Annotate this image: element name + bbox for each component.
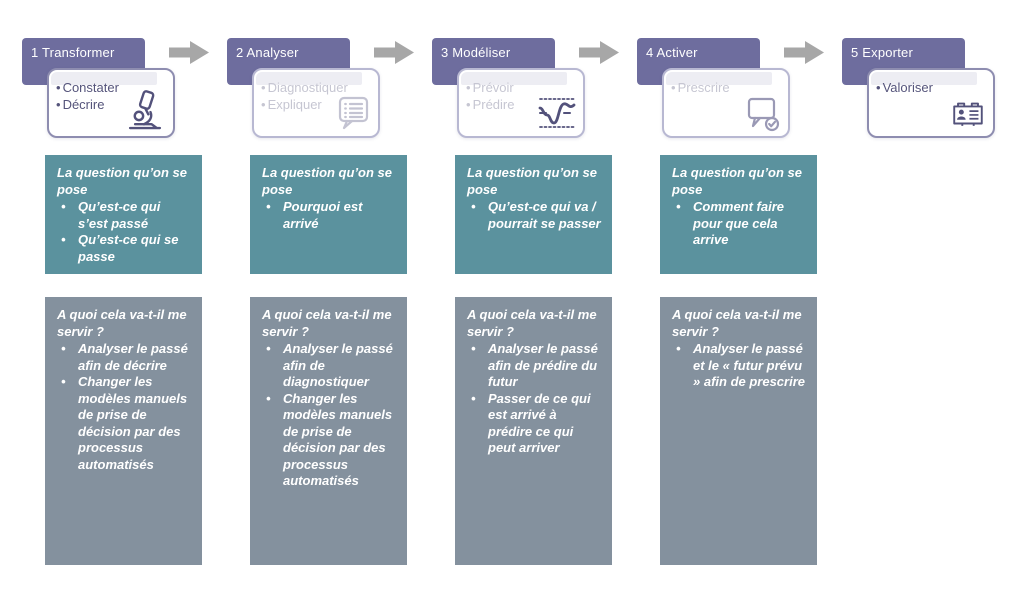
question-box-2: La question qu’on se pose Pourquoi est a… (250, 155, 407, 274)
arrow-icon (374, 39, 415, 66)
question-bullet: Qu’est-ce qui va / pourrait se passer (467, 199, 602, 232)
step-column-4: 4 Activer Prescrire La question qu’on se… (637, 0, 842, 591)
step-card-items: Prévoir Prédire (459, 70, 583, 113)
purpose-bullet: Analyser le passé afin de diagnostiquer (262, 341, 397, 391)
card-item: Prescrire (671, 79, 784, 96)
card-item: Constater (56, 79, 169, 96)
question-title: La question qu’on se pose (467, 165, 598, 197)
purpose-bullet: Analyser le passé et le « futur prévu » … (672, 341, 807, 391)
question-box-4: La question qu’on se pose Comment faire … (660, 155, 817, 274)
step-column-5: 5 Exporter Valoriser (842, 0, 1011, 591)
question-bullet: Pourquoi est arrivé (262, 199, 397, 232)
purpose-box-3: A quoi cela va-t-il me servir ? Analyser… (455, 297, 612, 565)
step-card-5: Valoriser (867, 68, 995, 138)
step-card-items: Prescrire (664, 70, 788, 96)
step-card-items: Diagnostiquer Expliquer (254, 70, 378, 113)
purpose-bullet: Passer de ce qui est arrivé à prédire ce… (467, 391, 602, 457)
purpose-bullet: Analyser le passé afin de décrire (57, 341, 192, 374)
question-bullet: Qu’est-ce qui s’est passé (57, 199, 192, 232)
question-title: La question qu’on se pose (57, 165, 188, 197)
question-title: La question qu’on se pose (262, 165, 393, 197)
step-card-1: Constater Décrire (47, 68, 175, 138)
step-column-1: 1 Transformer Constater Décrire La (22, 0, 227, 591)
step-card-items: Valoriser (869, 70, 993, 96)
purpose-title: A quoi cela va-t-il me servir ? (262, 307, 392, 339)
question-box-1: La question qu’on se pose Qu’est-ce qui … (45, 155, 202, 274)
step-card-3: Prévoir Prédire (457, 68, 585, 138)
wave-curve-icon (536, 93, 578, 133)
purpose-bullet: Analyser le passé afin de prédire du fut… (467, 341, 602, 391)
card-item: Prédire (466, 96, 579, 113)
card-item: Décrire (56, 96, 169, 113)
purpose-title: A quoi cela va-t-il me servir ? (672, 307, 802, 339)
id-card-icon (948, 95, 988, 133)
microscope-icon (122, 89, 168, 133)
step-column-3: 3 Modéliser Prévoir Prédire La question … (432, 0, 637, 591)
step-column-2: 2 Analyser Diagnostiquer Expliquer La qu… (227, 0, 432, 591)
speech-bubble-check-icon (741, 93, 783, 133)
purpose-bullet: Changer les modèles manuels de prise de … (57, 374, 192, 473)
step-card-2: Diagnostiquer Expliquer (252, 68, 380, 138)
question-bullet: Qu’est-ce qui se passe (57, 232, 192, 265)
step-card-4: Prescrire (662, 68, 790, 138)
purpose-title: A quoi cela va-t-il me servir ? (57, 307, 187, 339)
step-card-items: Constater Décrire (49, 70, 173, 113)
purpose-bullet: Changer les modèles manuels de prise de … (262, 391, 397, 490)
arrow-icon (169, 39, 210, 66)
question-bullet: Comment faire pour que cela arrive (672, 199, 807, 249)
arrow-icon (784, 39, 825, 66)
purpose-box-2: A quoi cela va-t-il me servir ? Analyser… (250, 297, 407, 565)
question-box-3: La question qu’on se pose Qu’est-ce qui … (455, 155, 612, 274)
question-title: La question qu’on se pose (672, 165, 803, 197)
card-item: Expliquer (261, 96, 374, 113)
speech-bubble-list-icon (333, 93, 373, 133)
arrow-icon (579, 39, 620, 66)
purpose-box-1: A quoi cela va-t-il me servir ? Analyser… (45, 297, 202, 565)
card-item: Valoriser (876, 79, 989, 96)
purpose-title: A quoi cela va-t-il me servir ? (467, 307, 597, 339)
purpose-box-4: A quoi cela va-t-il me servir ? Analyser… (660, 297, 817, 565)
card-item: Prévoir (466, 79, 579, 96)
card-item: Diagnostiquer (261, 79, 374, 96)
